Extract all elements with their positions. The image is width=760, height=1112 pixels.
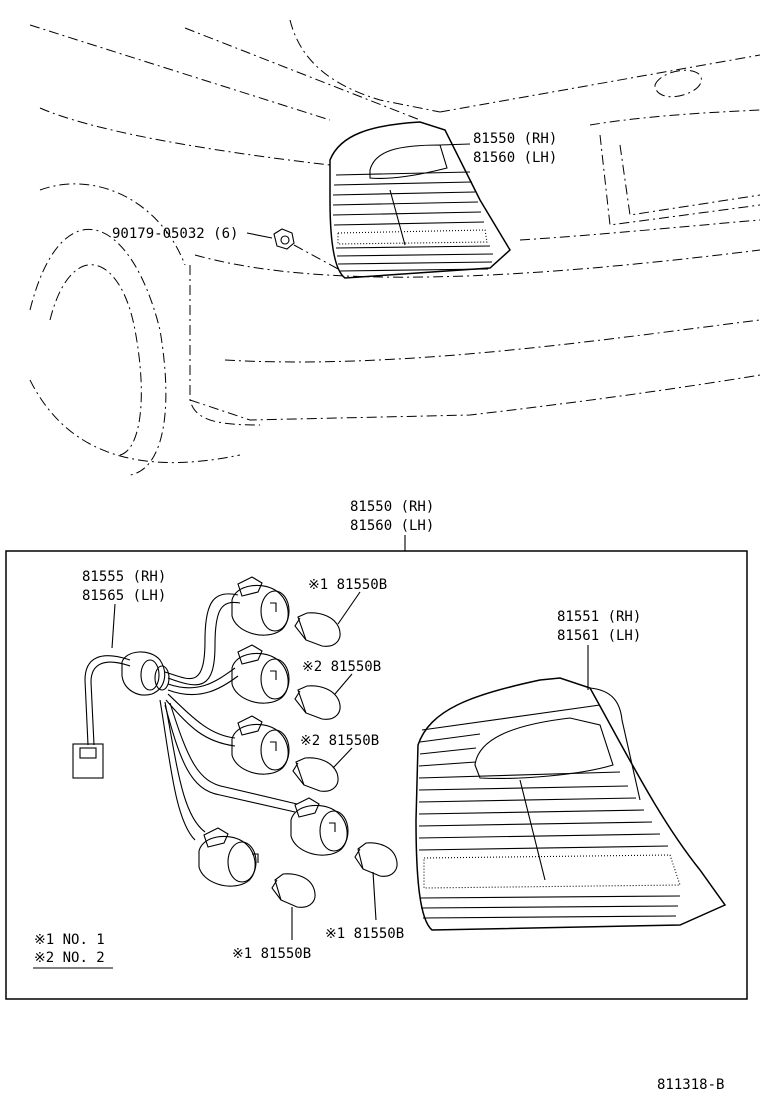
label-assembly-rh: 81550 (RH) bbox=[350, 499, 434, 515]
socket-4 bbox=[290, 797, 349, 856]
wire-harness bbox=[72, 593, 298, 841]
bulb-2 bbox=[294, 685, 341, 720]
tail-lamp-installed bbox=[329, 121, 511, 279]
socket-3 bbox=[231, 715, 290, 775]
label-bulb-4: ※1 81550B bbox=[325, 926, 404, 942]
legend-no1: ※1 NO. 1 bbox=[34, 932, 105, 948]
socket-5 bbox=[198, 827, 259, 887]
label-lamp-rh: 81550 (RH) bbox=[473, 131, 557, 147]
socket-2 bbox=[231, 644, 290, 704]
car-body-outline bbox=[29, 19, 760, 476]
label-bulb-2: ※2 81550B bbox=[302, 659, 381, 675]
label-bulb-5: ※1 81550B bbox=[232, 946, 311, 962]
label-socket-lh: 81565 (LH) bbox=[82, 588, 166, 604]
label-socket-rh: 81555 (RH) bbox=[82, 569, 166, 585]
bulb-1 bbox=[294, 612, 341, 647]
legend-no2: ※2 NO. 2 bbox=[34, 950, 105, 966]
figure-code: 811318-B bbox=[657, 1077, 724, 1093]
label-lens-lh: 81561 (LH) bbox=[557, 628, 641, 644]
bulb-4 bbox=[354, 842, 398, 877]
bulb-3 bbox=[292, 757, 339, 792]
label-lens-rh: 81551 (RH) bbox=[557, 609, 641, 625]
label-bulb-3: ※2 81550B bbox=[300, 733, 379, 749]
label-bolt: 90179-05032 (6) bbox=[112, 226, 238, 242]
exploded-view-frame bbox=[5, 550, 748, 1000]
label-assembly-lh: 81560 (LH) bbox=[350, 518, 434, 534]
leader-socket bbox=[111, 603, 116, 649]
label-bulb-1: ※1 81550B bbox=[308, 577, 387, 593]
lens-part bbox=[415, 677, 727, 931]
label-lamp-lh: 81560 (LH) bbox=[473, 150, 557, 166]
bolt-part bbox=[273, 228, 341, 271]
bulb-leaders bbox=[291, 591, 377, 940]
bulb-5 bbox=[271, 873, 316, 908]
leader-bolt bbox=[246, 232, 273, 239]
socket-1 bbox=[231, 576, 290, 636]
leader-lamp bbox=[439, 143, 471, 146]
